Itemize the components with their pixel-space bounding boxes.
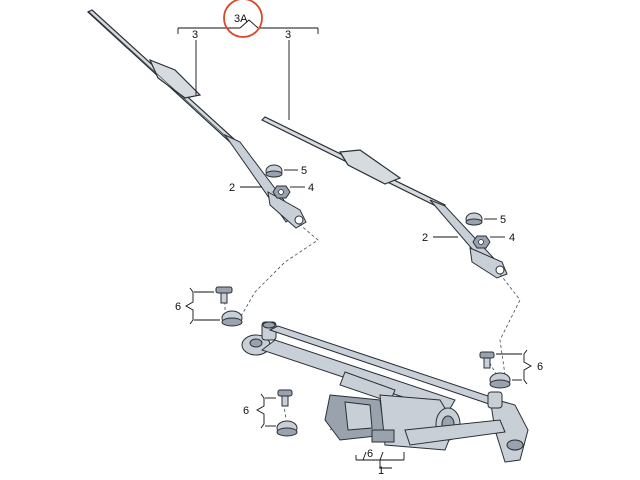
callout-2-right: 2 — [422, 232, 428, 244]
callout-6-lower-left: 6 — [243, 405, 249, 417]
callout-4-left: 4 — [308, 182, 314, 194]
left-nut — [272, 185, 291, 199]
left-cap — [265, 164, 283, 178]
grommet-lower-left — [276, 420, 298, 437]
left-wiper-arm — [223, 133, 307, 229]
callout-3-right: 3 — [285, 29, 291, 41]
callout-5-left: 5 — [301, 165, 307, 177]
callout-1: 1 — [378, 465, 384, 477]
callout-3A: 3A — [234, 13, 248, 25]
screw-right — [479, 351, 495, 369]
wiper-linkage-motor — [241, 321, 529, 463]
callout-2-left: 2 — [229, 182, 235, 194]
right-wiper-blade — [260, 116, 446, 210]
callout-6-right: 6 — [537, 361, 543, 373]
callout-6-upper-left: 6 — [175, 301, 181, 313]
right-cap — [465, 212, 483, 226]
grommet-right — [489, 372, 511, 389]
screw-lower-left — [277, 389, 293, 407]
right-wiper-arm — [429, 199, 508, 279]
callout-3-left: 3 — [192, 29, 198, 41]
highlight-circle — [223, 0, 263, 38]
grommet-upper-left — [221, 310, 243, 327]
callout-6-bottom: 6 — [367, 448, 373, 460]
left-wiper-blade — [86, 9, 236, 144]
callout-4-right: 4 — [509, 232, 515, 244]
leader-lines — [177, 19, 532, 469]
screw-upper-left — [215, 286, 233, 304]
right-nut — [472, 235, 491, 249]
callout-5-right: 5 — [500, 214, 506, 226]
